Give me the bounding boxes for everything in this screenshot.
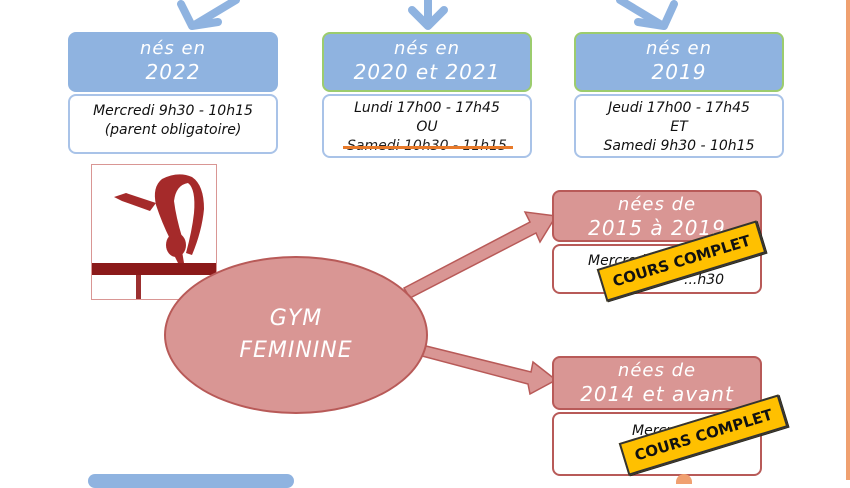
gymnast-image <box>91 164 217 300</box>
schedule-line: Jeudi 17h00 - 17h45 <box>608 100 750 116</box>
gymnast-silhouette <box>92 174 216 299</box>
schedule-line: (parent obligatoire) <box>104 122 242 138</box>
arrow-right-head <box>634 0 678 30</box>
group-card-2022: nés en 2022 Mercredi 9h30 - 10h15 (paren… <box>68 32 278 160</box>
group-header: nés en 2020 et 2021 <box>322 32 532 92</box>
group-year: 2014 et avant <box>580 382 734 406</box>
gym-label-line2: FEMININE <box>239 338 353 363</box>
group-card-2019: nés en 2019 Jeudi 17h00 - 17h45 ET Samed… <box>574 32 784 160</box>
arrow-right-shaft <box>616 0 664 28</box>
group-title: nés en <box>139 38 207 59</box>
group-title: nés en <box>645 38 713 59</box>
group-title: nées de <box>617 194 697 215</box>
schedule-line: OU <box>416 119 438 135</box>
bottom-marker-partial <box>676 474 692 484</box>
schedule-line: Samedi 9h30 - 10h15 <box>603 138 755 154</box>
group-year: 2020 et 2021 <box>353 60 501 84</box>
group-schedule: Lundi 17h00 - 17h45 OU Samedi 10h30 - 11… <box>322 94 532 158</box>
arrow-left-head <box>177 0 222 30</box>
group-header: nés en 2019 <box>574 32 784 92</box>
group-year: 2019 <box>651 60 707 84</box>
schedule-line: Lundi 17h00 - 17h45 <box>354 100 500 116</box>
schedule-line: ET <box>670 119 688 135</box>
schedule-line: ...h30 <box>684 272 725 288</box>
group-card-2020-2021: nés en 2020 et 2021 Lundi 17h00 - 17h45 … <box>322 32 532 160</box>
group-year: 2022 <box>145 60 201 84</box>
gym-feminine-bubble: GYM FEMININE <box>164 256 428 414</box>
arrow-left-shaft <box>192 0 240 28</box>
bottom-card-partial <box>88 474 294 488</box>
arrow-up-right <box>402 211 558 299</box>
cancelled-schedule-line: Samedi 10h30 - 11h15 <box>343 138 513 154</box>
schedule-line: Mercredi 9h30 - 10h15 <box>93 103 253 119</box>
arrow-middle-head <box>408 6 448 30</box>
group-title: nées de <box>617 360 697 381</box>
page-border <box>846 0 850 480</box>
group-header: nés en 2022 <box>68 32 278 92</box>
group-title: nés en <box>393 38 461 59</box>
arrow-down-right <box>420 345 558 396</box>
group-header: nées de 2014 et avant <box>552 356 762 410</box>
group-schedule: Jeudi 17h00 - 17h45 ET Samedi 9h30 - 10h… <box>574 94 784 158</box>
gym-label-line1: GYM <box>269 306 323 331</box>
group-schedule: Mercredi 9h30 - 10h15 (parent obligatoir… <box>68 94 278 154</box>
